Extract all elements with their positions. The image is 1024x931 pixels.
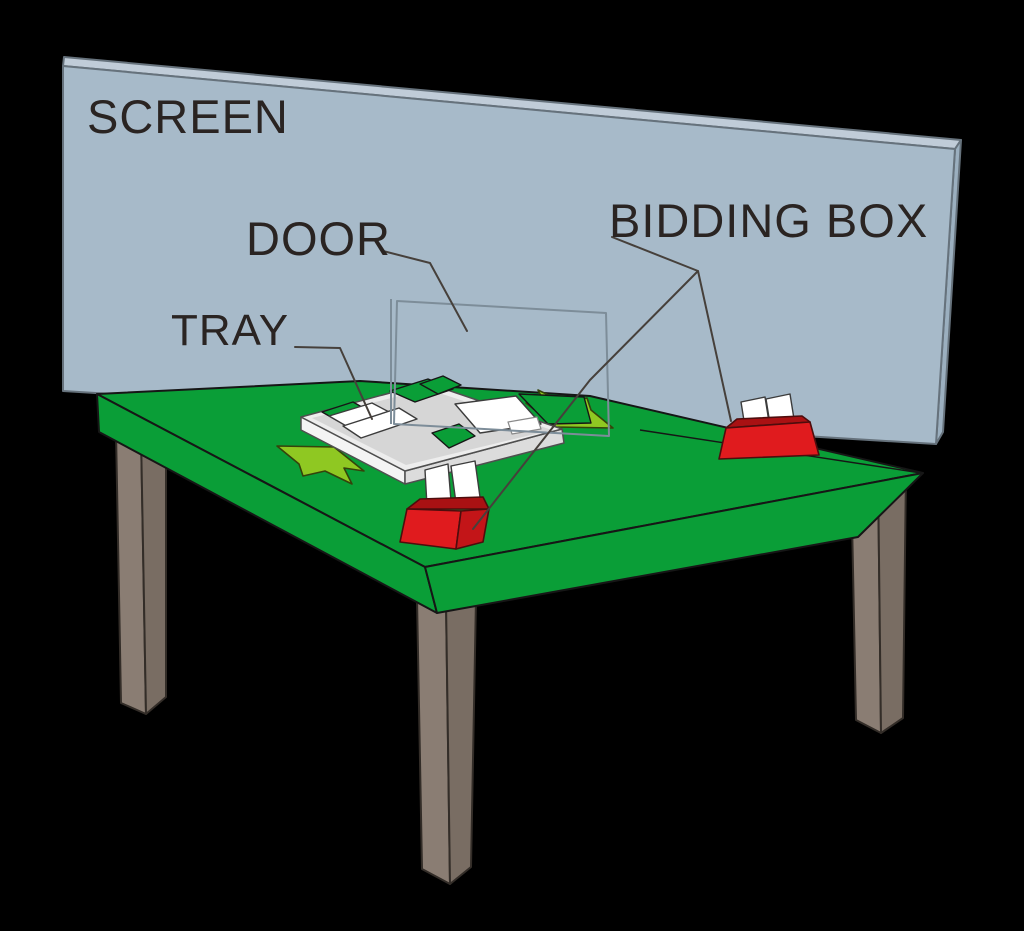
table-leg-left (115, 430, 167, 715)
door-label: DOOR (246, 212, 391, 265)
tray-slot-back-right (419, 375, 462, 395)
screen-front-face (62, 65, 956, 445)
door-frame (393, 300, 610, 437)
table-edge-front-right (424, 472, 924, 614)
screen-label: SCREEN (87, 90, 289, 143)
bidding-box-near (399, 460, 490, 550)
tray-card-left-front (342, 407, 418, 439)
bidding-box-leader-near (472, 236, 699, 530)
leg-front-light-face (416, 597, 451, 885)
screen-panel (62, 56, 962, 445)
bidding-box-near-top (406, 496, 490, 510)
door-leader-line (382, 250, 468, 332)
table-leg-front (416, 597, 477, 885)
table-leg-right (850, 469, 907, 734)
bidding-box-far-front (718, 421, 820, 460)
leg-left-dark-face (140, 431, 167, 715)
table-legs (115, 430, 907, 885)
door-outline (390, 299, 610, 437)
bidding-box-leader-far (697, 270, 732, 422)
labels: SCREEN DOOR TRAY BIDDING BOX (87, 90, 928, 355)
direction-arrow-left (276, 445, 365, 485)
leg-front-dark-face (445, 597, 477, 885)
bidding-box-far (718, 393, 820, 460)
bidding-box-label: BIDDING BOX (609, 194, 928, 247)
leader-lines (294, 236, 732, 530)
tray-leader-line (294, 346, 373, 420)
tray-label: TRAY (171, 306, 289, 355)
bidding-box-near-front (399, 508, 462, 550)
